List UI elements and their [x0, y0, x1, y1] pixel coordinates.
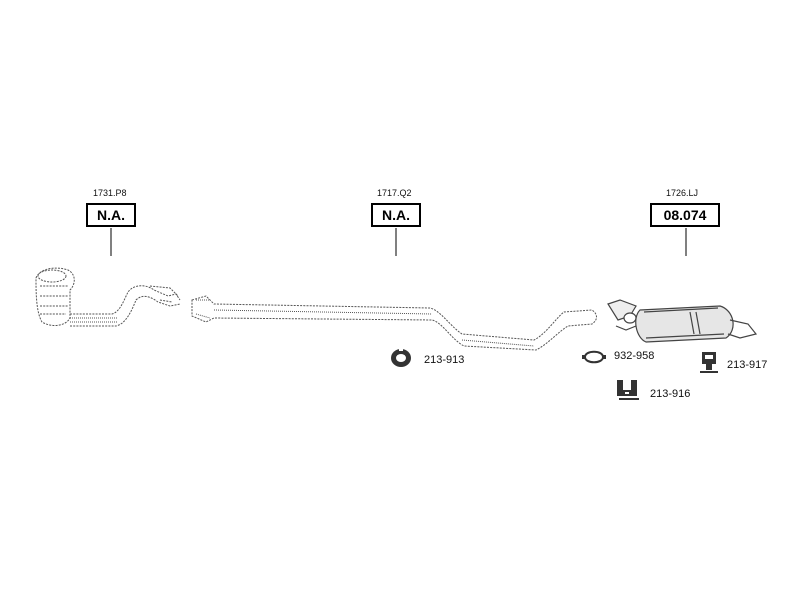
assembly-code: 1726.LJ: [666, 188, 699, 198]
accessory-number[interactable]: 213-917: [727, 359, 768, 371]
assembly-code: 1731.P8: [93, 188, 127, 198]
part-number-box[interactable]: 08.074: [650, 203, 720, 227]
middle-pipe-part[interactable]: [191, 295, 597, 351]
catalytic-converter-part[interactable]: [35, 267, 181, 327]
accessory-number[interactable]: 213-916: [650, 388, 691, 400]
pipe-clamp-icon[interactable]: [581, 347, 607, 367]
accessory-number[interactable]: 213-913: [424, 354, 465, 366]
part-number-box[interactable]: N.A.: [371, 203, 421, 227]
rubber-hanger-icon[interactable]: [389, 347, 413, 369]
rear-muffler-part[interactable]: [607, 299, 758, 343]
assembly-code: 1717.Q2: [377, 188, 412, 198]
accessory-number[interactable]: 932-958: [614, 350, 655, 362]
part-number-box[interactable]: N.A.: [86, 203, 136, 227]
bracket-clip-icon[interactable]: [613, 376, 641, 402]
mounting-bracket-icon[interactable]: [698, 350, 720, 374]
